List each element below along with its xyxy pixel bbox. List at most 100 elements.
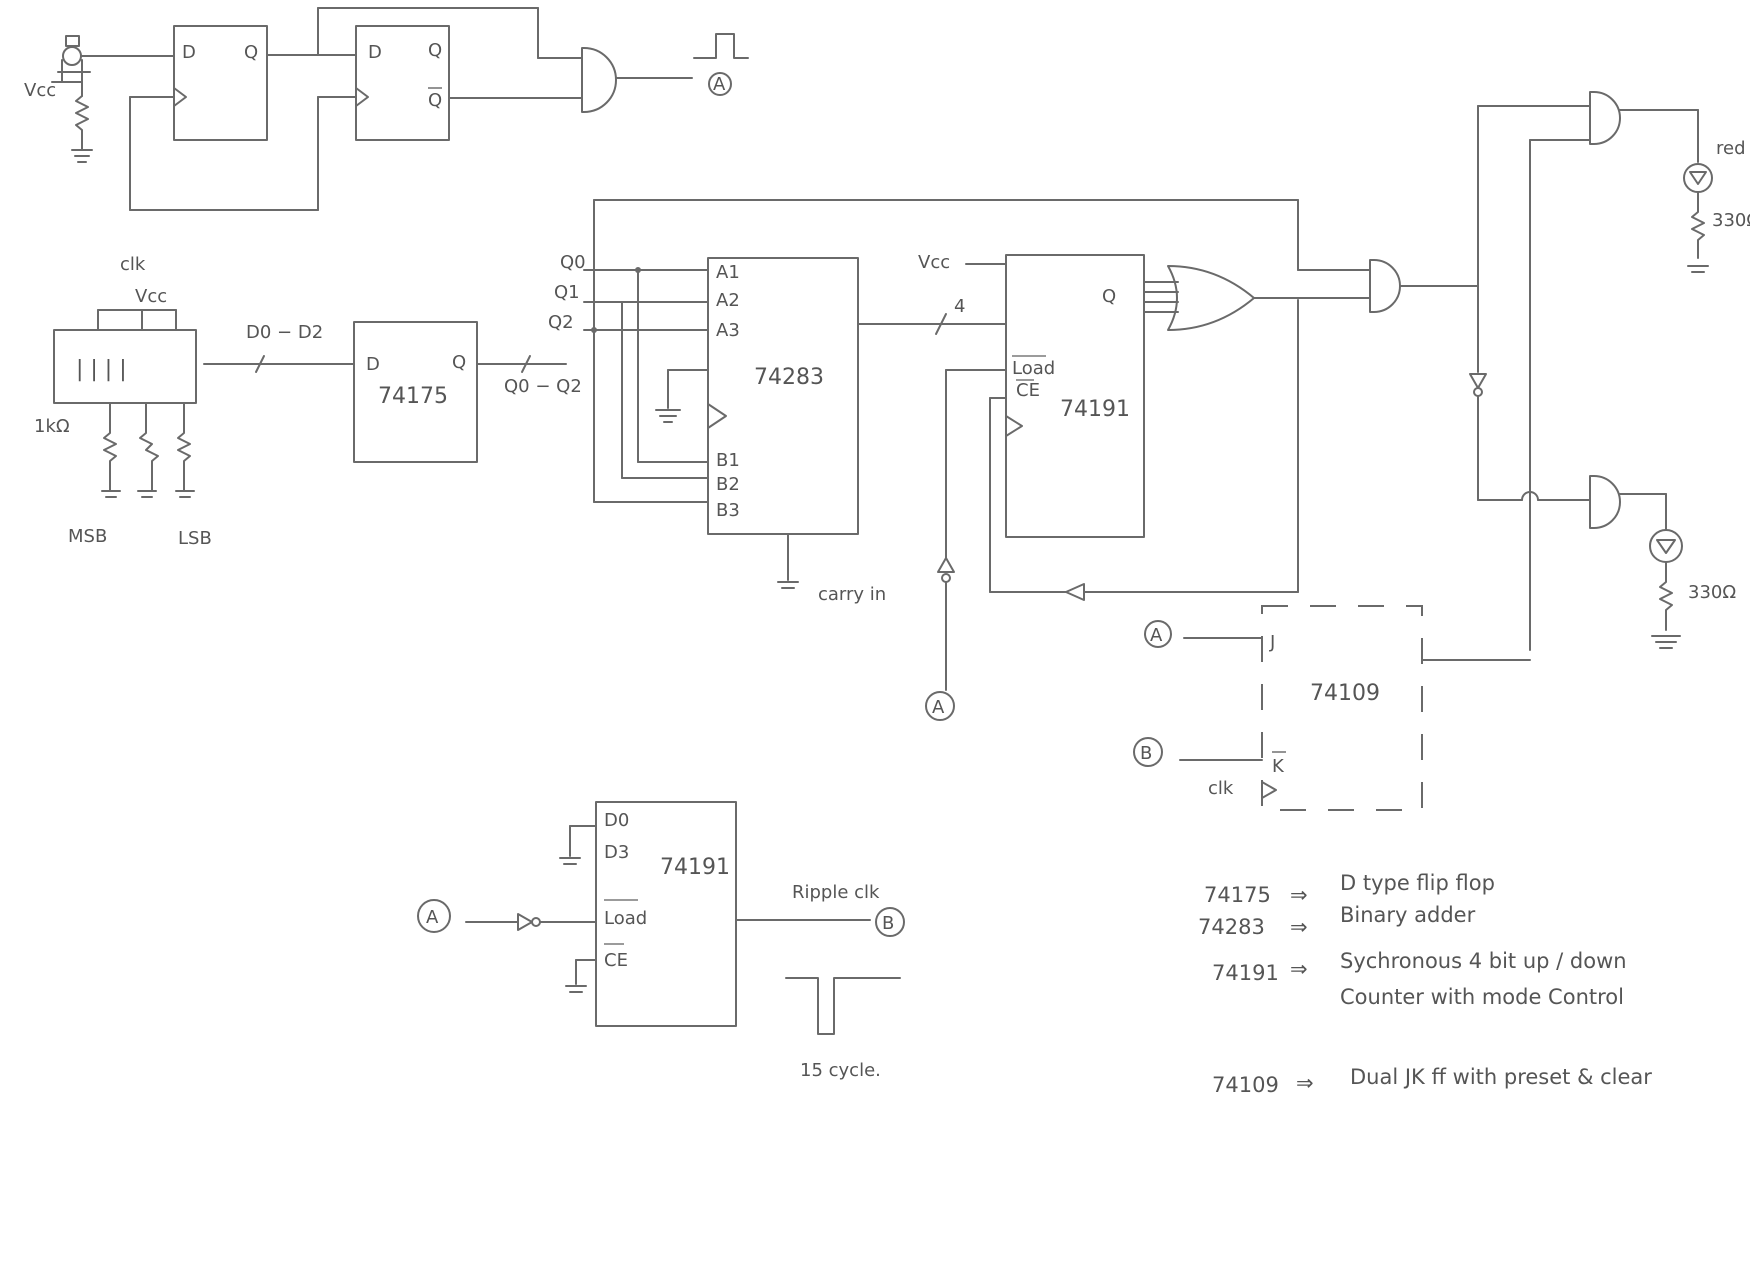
adder-a3-label: A3 (716, 320, 740, 341)
led-red-label: red (1716, 138, 1746, 159)
chip-74191-main-body (1005, 254, 1145, 538)
connector-a-circle (1144, 620, 1172, 648)
chip-74175-bus-label: Q0 − Q2 (504, 376, 582, 397)
and-gate-icon (1369, 259, 1401, 313)
counter-vcc-label: Vcc (918, 252, 950, 273)
connector-a-label: A (713, 74, 726, 95)
adder-b2-label: B2 (716, 474, 740, 495)
resistor-icon (1659, 561, 1673, 631)
and-gate-icon (1589, 475, 1621, 529)
counter-q-label: Q (1102, 286, 1116, 307)
svg-text:⇒: ⇒ (1290, 957, 1308, 981)
jk-j-label: J (1269, 632, 1275, 653)
bus-width-label: 4 (954, 296, 965, 317)
legend-part: 74109 (1212, 1073, 1279, 1097)
legend-desc: Binary adder (1340, 903, 1476, 927)
ff1-q-label: Q (244, 42, 258, 63)
ff2-q-label: Q (428, 40, 442, 61)
legend-desc: Dual JK ff with preset & clear (1350, 1065, 1652, 1089)
dip-switch-section: | | | | Vcc 1kΩ MSB LSB D0 − D2 (34, 286, 355, 549)
chip-74175: D Q 74175 Q0 − Q2 (353, 321, 582, 463)
adder-q1-label: Q1 (554, 282, 580, 303)
ground-icon (565, 985, 587, 993)
chip-74191-main: Vcc Q Load CE 74191 A (593, 199, 1371, 721)
resistor-icon (103, 402, 117, 492)
chip-74175-name: 74175 (378, 384, 448, 409)
chip-74283-body (707, 257, 859, 535)
bottom-a-label: A (426, 907, 439, 928)
ff2-d-label: D (368, 42, 382, 63)
pulse-icon (785, 977, 901, 1035)
svg-text:⇒: ⇒ (1296, 1071, 1314, 1095)
jk-b-label: B (1140, 743, 1152, 764)
bottom-d3-label: D3 (604, 842, 629, 863)
output-stage: red 330Ω 330Ω (1369, 91, 1750, 651)
chip-74191-bottom: D0 D3 74191 Load CE A Ripple clk B 15 cy… (417, 801, 905, 1081)
legend-part: 74283 (1198, 915, 1265, 939)
led-icon (1649, 529, 1683, 563)
chip-74175-d-label: D (366, 354, 380, 375)
counter-ce-label: CE (1016, 380, 1040, 401)
adder-a2-label: A2 (716, 290, 740, 311)
flip-flop-1 (173, 25, 268, 141)
chip-74175-q-label: Q (452, 352, 466, 373)
vcc-label: Vcc (24, 80, 56, 101)
ripple-clk-label: Ripple clk (792, 882, 880, 903)
adder-b3-label: B3 (716, 500, 740, 521)
connector-b-circle (875, 907, 905, 937)
lsb-label: LSB (178, 528, 212, 549)
dip-switch (53, 329, 197, 404)
connector-a-circle (925, 691, 955, 721)
chip-74283-name: 74283 (754, 365, 824, 390)
inverter-icon (1065, 583, 1085, 601)
inverter-icon (1469, 373, 1487, 389)
legend-part: 74191 (1212, 961, 1279, 985)
inverter-icon (517, 913, 533, 931)
chip-74109: J 74109 K clk A B (1133, 605, 1531, 811)
connector-a-circle (708, 72, 732, 96)
resistor-1k-label: 1kΩ (34, 416, 70, 437)
jk-k-label: K (1272, 756, 1285, 777)
adder-b1-label: B1 (716, 450, 740, 471)
resistor-top-label: 330Ω (1712, 210, 1750, 231)
legend: 74175 ⇒ D type flip flop 74283 ⇒ Binary … (1198, 871, 1652, 1097)
dip-vcc-label: Vcc (135, 286, 167, 307)
ground-icon (1687, 265, 1709, 273)
jk-clk-label: clk (1208, 778, 1234, 799)
chip-74191-main-name: 74191 (1060, 397, 1130, 422)
pulse-icon (693, 33, 749, 59)
chip-74175-body (353, 321, 478, 463)
chip-74191-bottom-body (595, 801, 737, 1027)
svg-text:⇒: ⇒ (1290, 883, 1308, 907)
bottom-load-label: Load (604, 908, 647, 929)
ground-icon (559, 857, 581, 865)
counter-load-label: Load (1012, 358, 1055, 379)
and-gate-icon (581, 47, 617, 113)
ground-icon (1651, 635, 1681, 649)
chip-74109-name: 74109 (1310, 681, 1380, 706)
adder-a1-label: A1 (716, 262, 740, 283)
ground-icon (777, 581, 799, 589)
resistor-icon (177, 402, 191, 492)
ground-icon (655, 409, 681, 423)
legend-part: 74175 (1204, 883, 1271, 907)
connector-b-circle (1133, 737, 1163, 767)
resistor-icon (1691, 191, 1705, 259)
pulldown-resistor-icon (75, 95, 89, 151)
led-red-icon (1683, 163, 1713, 193)
dip-bus-label: D0 − D2 (246, 322, 323, 343)
counter-a-label: A (932, 697, 945, 718)
cycle-label: 15 cycle. (800, 1060, 881, 1081)
ground-icon (101, 490, 195, 498)
carry-in-label: carry in (818, 584, 886, 605)
bottom-d0-label: D0 (604, 810, 629, 831)
chip-74109-body (1261, 605, 1423, 811)
bottom-ce-label: CE (604, 950, 628, 971)
adder-q2-label: Q2 (548, 312, 574, 333)
jk-a-label: A (1150, 625, 1163, 646)
legend-desc: D type flip flop (1340, 871, 1495, 895)
flip-flop-2 (355, 25, 450, 141)
